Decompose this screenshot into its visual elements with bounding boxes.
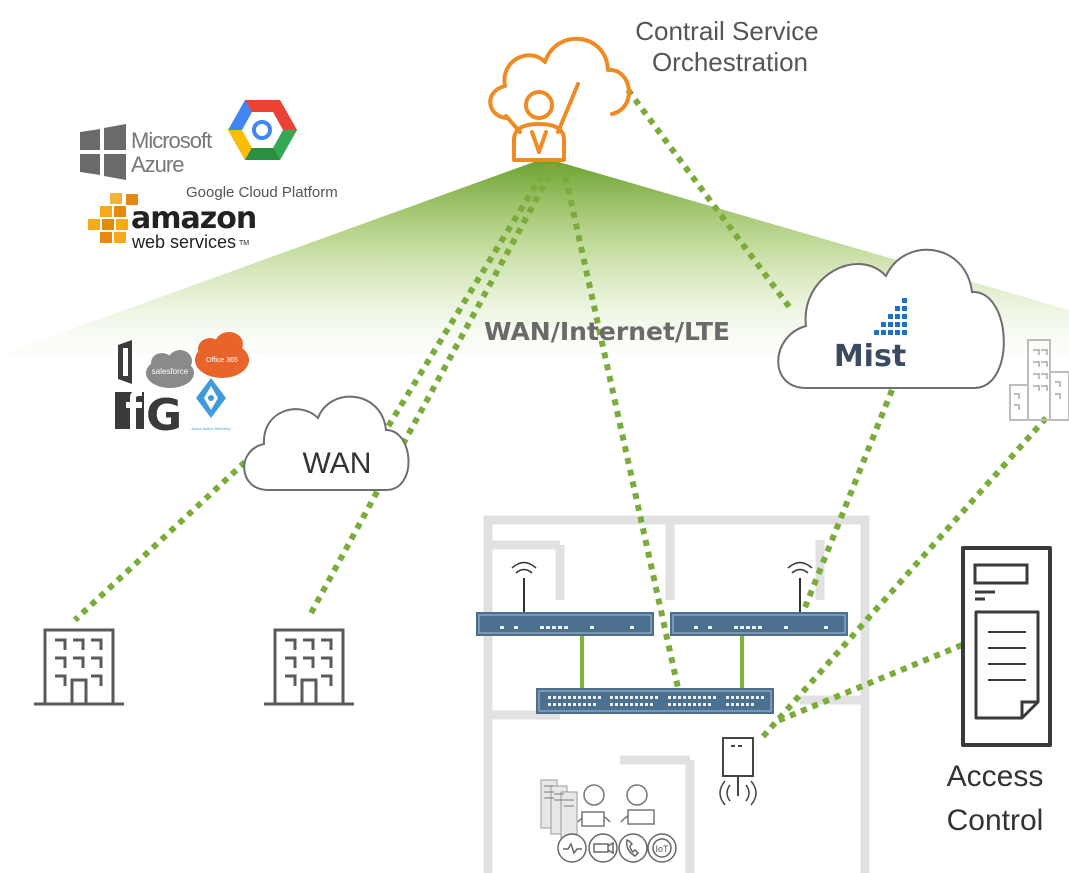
orchestrator-label-line1: Contrail Service bbox=[635, 16, 819, 46]
wireless-access-point-icon bbox=[719, 737, 757, 806]
camera-icon bbox=[588, 833, 618, 863]
azure-ad-label: Azure Active Directory bbox=[191, 426, 230, 431]
facebook-icon bbox=[115, 391, 144, 429]
mist-logo-dots bbox=[874, 298, 907, 335]
end-devices-group: IoT bbox=[540, 779, 677, 863]
azure-label-line2: Azure bbox=[131, 152, 184, 177]
azure-ad-icon: Azure Active Directory bbox=[191, 378, 231, 431]
windows-icon bbox=[80, 124, 126, 180]
link-orchestrator-branch2 bbox=[307, 163, 558, 617]
switch-uplinks bbox=[580, 636, 744, 690]
microsoft-azure-logo: Microsoft Azure bbox=[80, 124, 213, 180]
salesforce-cloud-icon: salesforce bbox=[146, 350, 194, 388]
link-orchestrator-core-switch bbox=[560, 164, 681, 689]
link-wan-branch1 bbox=[72, 459, 248, 623]
iot-label: IoT bbox=[655, 844, 669, 854]
phone-icon bbox=[618, 833, 648, 863]
access-control-server-icon bbox=[961, 546, 1052, 747]
google-cloud-logo: Google Cloud Platform bbox=[186, 100, 338, 201]
link-mist-ap bbox=[797, 388, 895, 622]
datacenter-building-icon bbox=[1009, 339, 1069, 421]
branch-office-outline bbox=[483, 515, 870, 873]
google-g-icon: G bbox=[146, 390, 182, 441]
aws-logo: amazon web services TM bbox=[88, 193, 257, 252]
google-cloud-label: Google Cloud Platform bbox=[186, 184, 338, 201]
orchestrator-cloud-icon bbox=[488, 37, 631, 162]
access-control-label-line2: Control bbox=[947, 804, 1044, 837]
link-orchestrator-mist bbox=[625, 88, 793, 310]
azure-label-line1: Microsoft bbox=[131, 128, 212, 153]
office365-icon: Office 365 bbox=[195, 332, 249, 378]
edge-gateway-left bbox=[476, 561, 654, 636]
aws-label-line1: amazon bbox=[131, 201, 256, 236]
office-app-icon bbox=[118, 340, 132, 384]
iot-icon: IoT bbox=[647, 833, 677, 863]
saas-apps-group: salesforce Office 365 G Azure Active Dir… bbox=[115, 332, 249, 441]
aws-trademark: TM bbox=[239, 240, 249, 247]
wan-cloud: WAN bbox=[243, 395, 410, 491]
wan-cloud-label: WAN bbox=[303, 447, 372, 480]
link-orchestrator-wan-left bbox=[383, 163, 551, 432]
user-icon-1 bbox=[577, 784, 611, 827]
branch-building-1-icon bbox=[34, 628, 124, 706]
core-access-switch bbox=[536, 688, 774, 714]
office365-label: Office 365 bbox=[206, 357, 238, 364]
servers-icon bbox=[540, 779, 578, 839]
orchestrator-label-line2: Orchestration bbox=[652, 47, 808, 77]
coverage-fan bbox=[0, 158, 1069, 355]
medical-device-icon bbox=[557, 833, 587, 863]
transport-label: WAN/Internet/LTE bbox=[484, 317, 730, 346]
edge-gateway-right bbox=[670, 561, 848, 636]
mist-cloud-label: Mist bbox=[834, 339, 906, 374]
aws-label-line2: web services bbox=[131, 232, 236, 252]
mist-cloud: Mist bbox=[777, 248, 1005, 389]
link-access-control-ap bbox=[773, 642, 964, 725]
aws-cubes-icon bbox=[88, 193, 138, 243]
salesforce-label: salesforce bbox=[152, 367, 189, 376]
dotted-links bbox=[72, 88, 1049, 742]
user-icon-2 bbox=[620, 784, 655, 825]
branch-building-2-icon bbox=[264, 628, 354, 706]
access-control-label-line1: Access bbox=[947, 760, 1044, 793]
